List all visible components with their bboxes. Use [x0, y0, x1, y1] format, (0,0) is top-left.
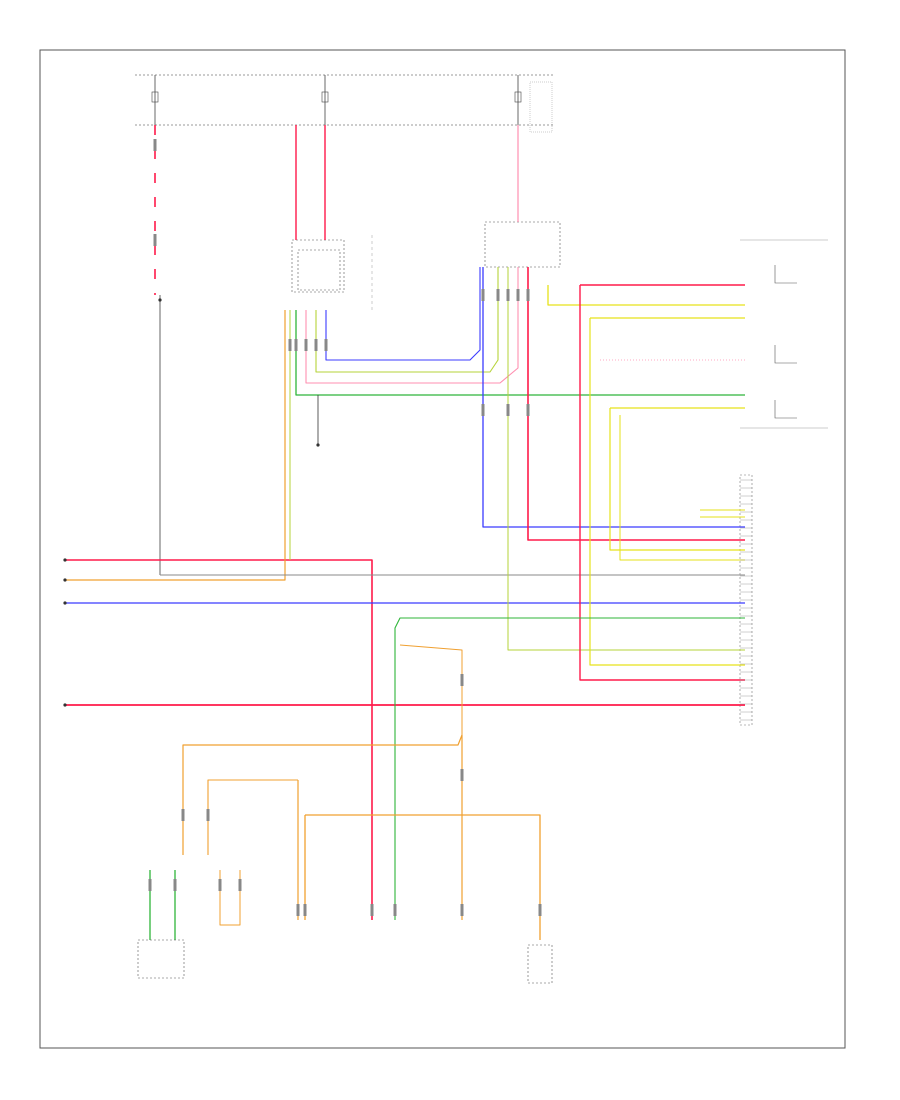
- wire-lime-cluster: [315, 267, 499, 373]
- lamp-connector-1: [148, 879, 152, 891]
- bottom-connector-1: [296, 904, 300, 916]
- wire-orange-lower-4: [207, 779, 298, 855]
- cluster-connector-5: [324, 339, 328, 351]
- wire-orange-lower-1: [399, 644, 463, 735]
- bottom-connector-4: [393, 904, 397, 916]
- range-lower-connector-2: [506, 404, 510, 416]
- lamp-connector-4: [238, 879, 242, 891]
- wire-yellow-right-vertical-2: [609, 408, 745, 551]
- cluster-inner-box: [297, 249, 341, 291]
- wire-orange-lower-6: [305, 814, 541, 940]
- cluster-connector-3: [304, 339, 308, 351]
- harness-terminal-1: [63, 558, 67, 562]
- label-group: [148, 139, 542, 916]
- range-connector-3: [506, 289, 510, 301]
- wire-yellow-range: [547, 285, 745, 306]
- wire-red-range: [527, 267, 745, 541]
- transfer-switch-box: [527, 944, 553, 984]
- cluster-connector-4: [314, 339, 318, 351]
- red-mid-connector-1: [153, 234, 157, 246]
- wire-yellow-right-vertical-3: [619, 415, 745, 561]
- orange-connector-1: [181, 809, 185, 821]
- switch-symbol-2: [774, 345, 797, 364]
- harness-terminal-3: [63, 601, 67, 605]
- bottom-connector-3: [370, 904, 374, 916]
- bottom-connector-5: [460, 904, 464, 916]
- diagram-frame: [39, 49, 846, 1049]
- wire-red-right-vertical: [579, 285, 745, 681]
- range-connector-1: [481, 289, 485, 301]
- wire-blue-cluster: [325, 267, 481, 361]
- range-lower-connector-3: [526, 404, 530, 416]
- wire-yellow-right-vertical: [589, 318, 745, 666]
- wire-pink-cluster: [305, 267, 519, 384]
- fuse-middle: [321, 75, 329, 125]
- switch-symbol-3: [774, 400, 797, 419]
- green-connector-1: [460, 674, 464, 686]
- fuse-right: [514, 75, 553, 133]
- wire-red-harness-1: [65, 559, 373, 920]
- wire-group: [65, 267, 745, 940]
- wire-green-lower: [394, 617, 745, 920]
- orange-connector-2: [206, 809, 210, 821]
- range-connector-5: [526, 289, 530, 301]
- bottom-connector-6: [538, 904, 542, 916]
- range-connector-2: [496, 289, 500, 301]
- harness-terminal-2: [63, 578, 67, 582]
- orange-vertical-connector-1: [460, 769, 464, 781]
- switch-symbol-1: [774, 265, 797, 284]
- instrument-cluster-box: [291, 239, 345, 293]
- lamp-connector-2: [173, 879, 177, 891]
- lamp-connector-3: [218, 879, 222, 891]
- range-connector-4: [516, 289, 520, 301]
- range-lower-connector-1: [481, 404, 485, 416]
- cluster-connector-1: [288, 339, 292, 351]
- fuse-left: [151, 75, 159, 125]
- wire-orange-lamp-loop: [219, 870, 241, 926]
- connector-group: [63, 249, 797, 984]
- wire-green-cluster: [295, 310, 745, 396]
- wire-orange-lower-2: [182, 734, 463, 855]
- connector-point-left: [158, 298, 162, 302]
- wire-blue-range: [482, 267, 745, 528]
- cluster-connector-2: [294, 339, 298, 351]
- bottom-connector-2: [303, 904, 307, 916]
- wire-orange-harness: [65, 310, 286, 581]
- wire-lime-range: [507, 267, 745, 651]
- red-top-connector-1: [153, 139, 157, 151]
- ground-point-cluster: [316, 443, 320, 447]
- transmission-range-switch-box: [484, 221, 561, 268]
- shift-lock-solenoid-box: [137, 939, 185, 979]
- harness-terminal-4: [63, 703, 67, 707]
